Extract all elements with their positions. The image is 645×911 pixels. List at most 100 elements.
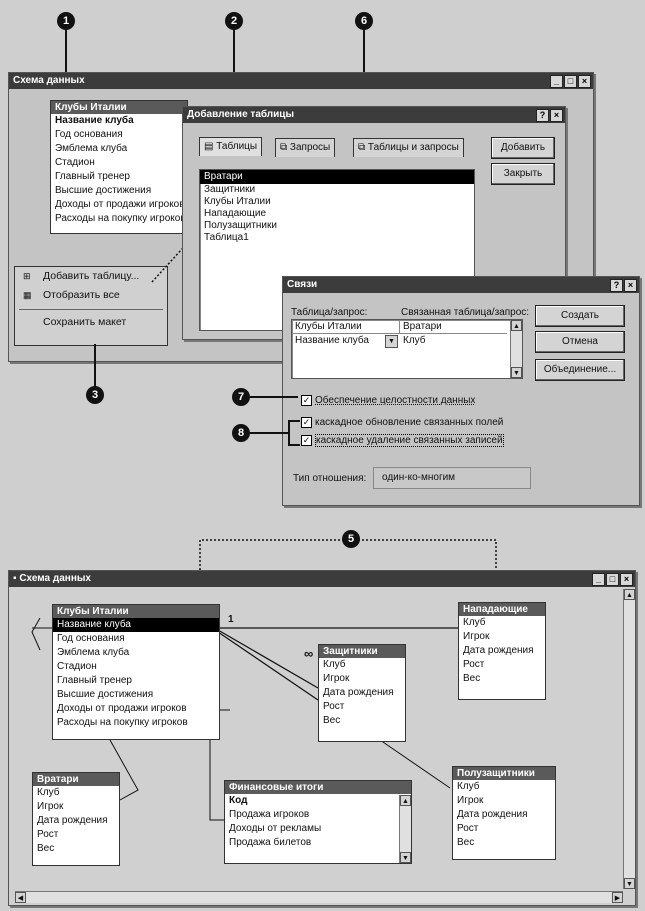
field-row[interactable]: Стадион [57, 661, 97, 672]
vertical-scrollbar[interactable]: ▲ ▼ [623, 589, 635, 889]
field-row[interactable]: Продажа игроков [229, 809, 310, 820]
field-row[interactable]: Год основания [57, 633, 125, 644]
minimize-button[interactable]: _ [550, 75, 563, 88]
field-row[interactable]: Доходы от продажи игроков [55, 199, 185, 210]
marker-5: 5 [342, 530, 360, 548]
table-kluby-top[interactable]: Клубы Италии Название клуба Год основани… [50, 100, 188, 234]
list-item[interactable]: Нападающие [204, 208, 267, 219]
maximize-button[interactable]: □ [606, 573, 619, 586]
field-row[interactable]: Рост [323, 701, 345, 712]
field-row[interactable]: Главный тренер [57, 675, 132, 686]
scroll-down-icon[interactable]: ▼ [511, 367, 522, 378]
field-row[interactable]: Дата рождения [37, 815, 108, 826]
grid-cell-field[interactable]: Название клуба [295, 335, 369, 346]
tab-queries[interactable]: ⧉ Запросы [275, 138, 336, 157]
table-vratari[interactable]: Вратари Клуб Игрок Дата рождения Рост Ве… [32, 772, 120, 866]
field-row[interactable]: Игрок [457, 795, 484, 806]
list-item[interactable]: Таблица1 [204, 232, 249, 243]
close-dialog-button[interactable]: Закрыть [491, 163, 555, 185]
field-row[interactable]: Расходы на покупку игроков [55, 213, 186, 224]
field-row[interactable]: Продажа билетов [229, 837, 312, 848]
field-row[interactable]: Эмблема клуба [57, 647, 130, 658]
chk-cascade-delete[interactable]: ✓каскадное удаление связанных записей [301, 434, 504, 448]
table-finansy[interactable]: Финансовые итоги Код Продажа игроков Дох… [224, 780, 412, 864]
field-row[interactable]: Рост [457, 823, 479, 834]
chk-integrity[interactable]: ✓Обеспечение целостности данных [301, 395, 475, 406]
field-row[interactable]: Дата рождения [457, 809, 528, 820]
field-row[interactable]: Вес [457, 837, 475, 848]
field-row[interactable]: Стадион [55, 157, 95, 168]
scroll-up-icon[interactable]: ▲ [511, 320, 522, 331]
grid-cell-related[interactable]: Клуб [403, 335, 426, 346]
field-row[interactable]: Клуб [457, 781, 480, 792]
menu-item-label: Сохранить макет [43, 316, 127, 328]
table-napadayushchie[interactable]: Нападающие Клуб Игрок Дата рождения Рост… [458, 602, 546, 700]
list-item[interactable]: Полузащитники [204, 220, 277, 231]
field-row[interactable]: Дата рождения [463, 645, 534, 656]
field-row[interactable]: Дата рождения [323, 687, 394, 698]
close-button[interactable]: × [624, 279, 637, 292]
field-row[interactable]: Вес [37, 843, 55, 854]
field-row[interactable]: Главный тренер [55, 171, 130, 182]
scroll-down-icon[interactable]: ▼ [624, 878, 635, 889]
add-button[interactable]: Добавить [491, 137, 555, 159]
field-row[interactable]: Игрок [37, 801, 64, 812]
tab-tables-and-queries[interactable]: ⧉ Таблицы и запросы [353, 138, 464, 157]
menu-item-show-all[interactable]: ▦Отобразить все [15, 286, 167, 305]
scroll-right-icon[interactable]: ▶ [612, 892, 623, 903]
scroll-up-icon[interactable]: ▲ [624, 589, 635, 600]
field-row[interactable]: Игрок [463, 631, 490, 642]
field-row[interactable]: Доходы от продажи игроков [57, 703, 187, 714]
table-title: Клубы Италии [51, 101, 187, 114]
join-button[interactable]: Объединение... [535, 359, 625, 381]
field-row[interactable]: Код [229, 795, 248, 806]
field-row[interactable]: Вес [323, 715, 341, 726]
list-item[interactable]: Защитники [204, 184, 256, 195]
close-button[interactable]: × [620, 573, 633, 586]
links-grid[interactable]: Клубы Италии Вратари Название клуба ▼ Кл… [291, 319, 523, 379]
field-row[interactable]: Высшие достижения [55, 185, 152, 196]
scroll-left-icon[interactable]: ◀ [15, 892, 26, 903]
scroll-down-icon[interactable]: ▼ [400, 852, 411, 863]
field-row[interactable]: Игрок [323, 673, 350, 684]
field-row[interactable]: Высшие достижения [57, 689, 154, 700]
field-row[interactable]: Название клуба [53, 618, 219, 632]
field-row[interactable]: Доходы от рекламы [229, 823, 322, 834]
cancel-button[interactable]: Отмена [535, 331, 625, 353]
field-row[interactable]: Клуб [463, 617, 486, 628]
field-row[interactable]: Вес [463, 673, 481, 684]
list-item[interactable]: Клубы Италии [204, 196, 271, 207]
field-row[interactable]: Клуб [37, 787, 60, 798]
table-title: Нападающие [459, 603, 545, 616]
grid-scrollbar[interactable]: ▲ ▼ [510, 320, 522, 378]
minimize-button[interactable]: _ [592, 573, 605, 586]
scroll-up-icon[interactable]: ▲ [400, 795, 411, 806]
tab-tables[interactable]: ▤ Таблицы [199, 137, 263, 156]
horizontal-scrollbar[interactable]: ◀ ▶ [15, 891, 623, 903]
field-row[interactable]: Расходы на покупку игроков [57, 717, 188, 728]
close-button[interactable]: × [550, 109, 563, 122]
field-row[interactable]: Название клуба [55, 115, 134, 126]
marker-1: 1 [57, 12, 75, 30]
list-item[interactable]: Вратари [200, 170, 474, 184]
table-scrollbar[interactable]: ▲ ▼ [399, 795, 411, 863]
field-row[interactable]: Эмблема клуба [55, 143, 128, 154]
field-row[interactable]: Клуб [323, 659, 346, 670]
field-row[interactable]: Рост [463, 659, 485, 670]
table-kluby[interactable]: Клубы Италии Название клуба Год основани… [52, 604, 220, 740]
maximize-button[interactable]: □ [564, 75, 577, 88]
table-poluzashchitniki[interactable]: Полузащитники Клуб Игрок Дата рождения Р… [452, 766, 556, 860]
table-zashchitniki[interactable]: Защитники Клуб Игрок Дата рождения Рост … [318, 644, 406, 742]
create-button[interactable]: Создать [535, 305, 625, 327]
dropdown-arrow-icon[interactable]: ▼ [385, 335, 398, 348]
marker-1-line [65, 30, 67, 78]
title-bar: Добавление таблицы [183, 107, 565, 123]
help-button[interactable]: ? [536, 109, 549, 122]
menu-item-save-layout[interactable]: Сохранить макет [15, 313, 167, 332]
menu-item-add-table[interactable]: ⊞Добавить таблицу... [15, 267, 167, 286]
help-button[interactable]: ? [610, 279, 623, 292]
field-row[interactable]: Год основания [55, 129, 123, 140]
chk-cascade-update[interactable]: ✓каскадное обновление связанных полей [301, 417, 503, 428]
close-button[interactable]: × [578, 75, 591, 88]
field-row[interactable]: Рост [37, 829, 59, 840]
